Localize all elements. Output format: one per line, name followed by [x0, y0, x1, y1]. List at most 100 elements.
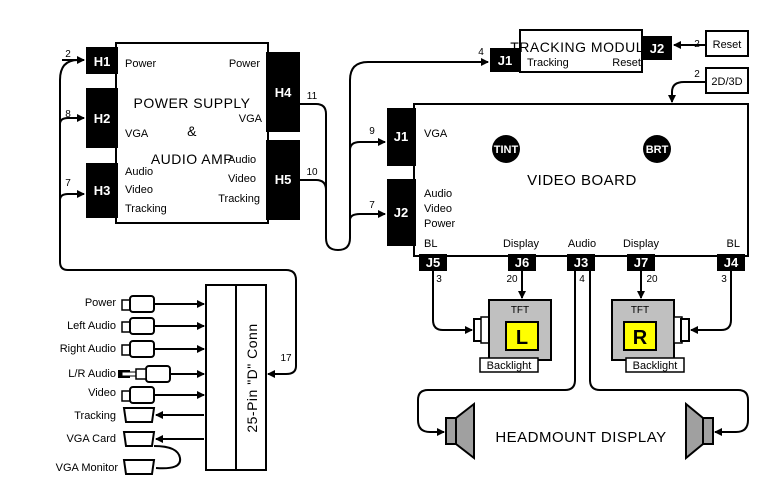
brightness-knob [643, 135, 671, 163]
svg-text:10: 10 [306, 167, 318, 178]
connector-h3 [86, 163, 118, 218]
tft-right: TFT R Backlight [611, 299, 690, 373]
svg-text:9: 9 [369, 126, 375, 137]
ps-audio-right-label: Audio [228, 154, 256, 166]
left-speaker-cone [455, 401, 475, 461]
svg-text:17: 17 [280, 353, 292, 364]
ps-video-right-label: Video [228, 173, 256, 185]
video-board-box [413, 103, 749, 257]
vb-connector-j1 [387, 108, 416, 166]
connector-h4 [266, 52, 300, 132]
left-audio-plug [129, 317, 155, 335]
svg-text:8: 8 [65, 109, 71, 120]
connector-h5 [266, 140, 300, 220]
video-board-title: VIDEO BOARD [527, 172, 637, 189]
ps-power-left-label: Power [125, 58, 157, 70]
tft-right-backlight-label: Backlight [633, 360, 678, 372]
lr-audio-plug [145, 365, 171, 383]
vb-display-left-label: Display [503, 238, 540, 250]
vga-monitor-plug [122, 459, 156, 475]
vb-connector-j7 [627, 254, 655, 271]
d-connector-shell [205, 284, 237, 471]
ps-vga-left-label: VGA [125, 128, 149, 140]
tft-right-screen [623, 321, 657, 351]
wire-counts: 2 8 7 11 10 9 7 4 2 2 3 20 4 20 3 17 [65, 39, 727, 364]
connector-h2 [86, 88, 118, 148]
connector-h1 [86, 47, 118, 74]
right-speaker-magnet [702, 417, 714, 445]
ext-left-audio-label: Left Audio [67, 320, 116, 332]
svg-text:20: 20 [646, 274, 658, 285]
vb-display-right-label: Display [623, 238, 660, 250]
svg-text:J1: J1 [498, 53, 512, 68]
ps-vga-right-label: VGA [239, 113, 263, 125]
left-speaker-magnet [445, 417, 457, 445]
tft-left-label: TFT [511, 305, 529, 316]
ext-tracking-label: Tracking [74, 410, 116, 422]
tm-tracking-label: Tracking [527, 57, 569, 69]
power-supply-unit: POWER SUPPLY & AUDIO AMP Power Power VGA… [86, 42, 300, 224]
vb-connector-j4 [717, 254, 745, 271]
reset-switch [705, 30, 749, 57]
vb-power-label: Power [424, 218, 456, 230]
video-board: VIDEO BOARD TINT BRT VGA Audio Video Pow… [387, 103, 749, 271]
svg-text:H2: H2 [94, 111, 111, 126]
vb-audio-label: Audio [424, 188, 452, 200]
ps-video-left-label: Video [125, 184, 153, 196]
svg-text:TINT: TINT [494, 144, 519, 156]
tm-connector-j1 [490, 48, 520, 72]
svg-text:20: 20 [506, 274, 518, 285]
svg-text:J4: J4 [724, 255, 739, 270]
svg-text:J6: J6 [515, 255, 529, 270]
right-audio-plug [129, 340, 155, 358]
tracking-plug [122, 407, 156, 423]
reset-switch-label: Reset [713, 39, 742, 51]
svg-text:4: 4 [579, 274, 585, 285]
tft-right-letter: R [633, 327, 648, 349]
tracking-module-title: TRACKING MODULE [510, 39, 654, 55]
svg-text:7: 7 [369, 200, 375, 211]
svg-text:H1: H1 [94, 54, 111, 69]
ext-lr-audio-label: L/R Audio [68, 368, 116, 380]
power-supply-ampersand: & [187, 123, 197, 139]
svg-text:11: 11 [307, 91, 318, 102]
mode-switch-label: 2D/3D [711, 76, 742, 88]
power-supply-box [115, 42, 269, 224]
ext-vga-card-label: VGA Card [66, 433, 116, 445]
vb-audio-bottom-label: Audio [568, 238, 596, 250]
power-plug [129, 295, 155, 313]
d-connector: 25-Pin "D" Conn [205, 284, 267, 471]
svg-text:J5: J5 [426, 255, 440, 270]
svg-text:H5: H5 [275, 172, 292, 187]
mode-switch [705, 67, 749, 94]
vb-video-label: Video [424, 203, 452, 215]
external-plugs [118, 295, 171, 475]
svg-text:3: 3 [436, 274, 442, 285]
svg-text:2: 2 [65, 49, 71, 60]
tft-left-screen [505, 321, 539, 351]
svg-text:2: 2 [694, 39, 700, 50]
power-supply-title: POWER SUPPLY [134, 95, 251, 111]
video-plug [129, 386, 155, 404]
vb-bl-left-label: BL [424, 238, 437, 250]
vb-connector-j2 [387, 179, 416, 246]
tft-right-label: TFT [631, 305, 649, 316]
tm-connector-j2 [642, 36, 672, 60]
tm-reset-label: Reset [612, 57, 641, 69]
svg-text:J7: J7 [634, 255, 648, 270]
svg-text:3: 3 [721, 274, 727, 285]
headmount-display-label: HEADMOUNT DISPLAY [495, 429, 666, 446]
d-connector-body [235, 284, 267, 471]
ext-vga-monitor-label: VGA Monitor [56, 462, 119, 474]
svg-text:BRT: BRT [646, 144, 669, 156]
tft-left-backlight-label: Backlight [487, 360, 532, 372]
svg-text:H3: H3 [94, 183, 111, 198]
vb-bl-right-label: BL [727, 238, 740, 250]
svg-text:7: 7 [65, 178, 71, 189]
svg-text:J1: J1 [394, 129, 408, 144]
svg-text:2: 2 [694, 69, 700, 80]
vb-connector-j5 [419, 254, 447, 271]
audio-amp-title: AUDIO AMP [151, 151, 233, 167]
ext-right-audio-label: Right Audio [60, 343, 116, 355]
